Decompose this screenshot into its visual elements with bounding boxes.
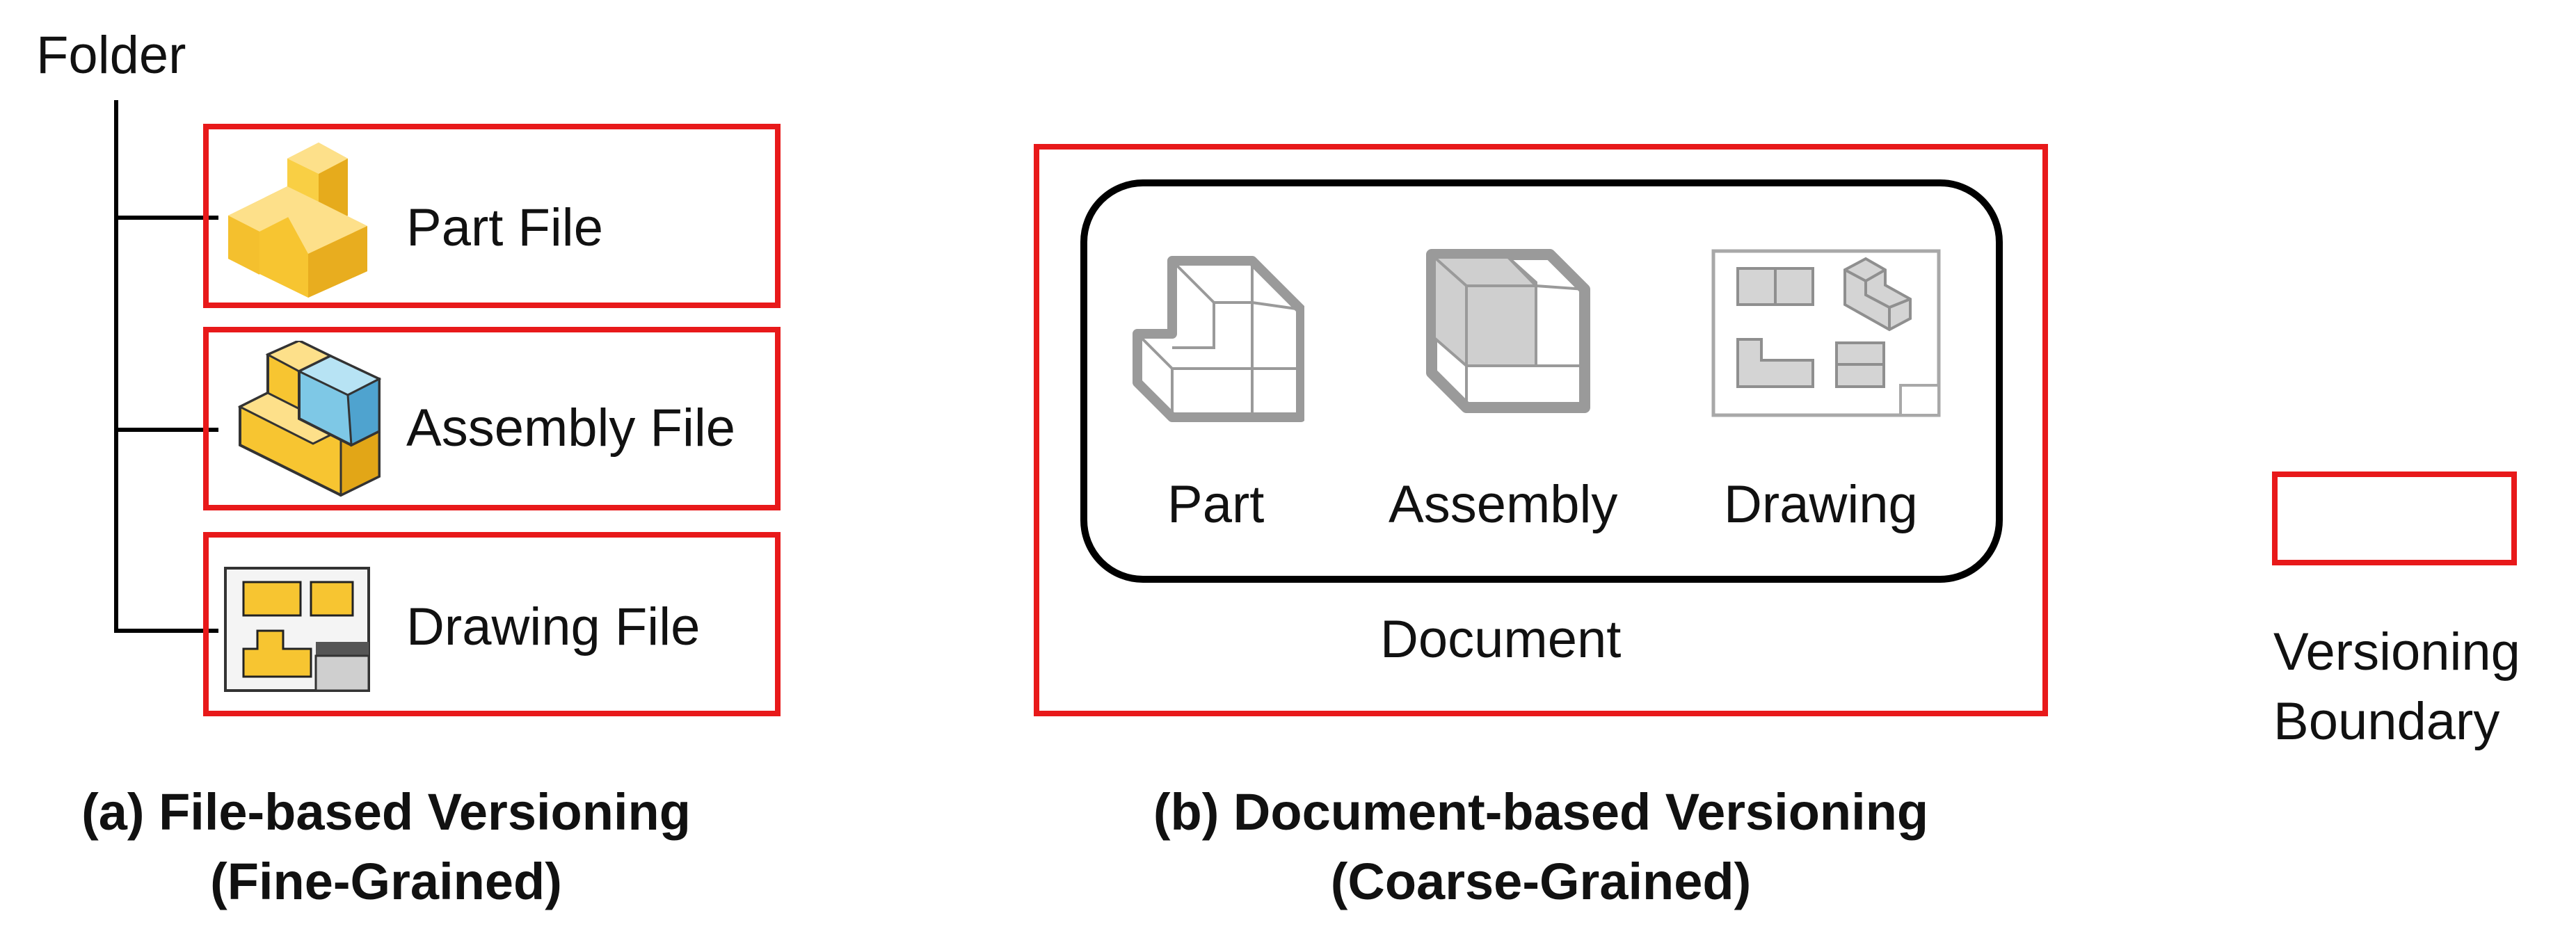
caption-b: (b) Document-based Versioning (Coarse-Gr… [1016,777,2066,917]
drawing-file-boundary [203,532,781,716]
assembly-file-boundary [203,327,781,510]
drawing-file-label: Drawing File [406,597,701,656]
legend-label: Versioning Boundary [2273,618,2520,757]
legend-line2: Boundary [2273,692,2500,752]
assembly-file-icon [237,341,382,497]
assembly-label: Assembly [1389,475,1618,534]
document-container [1080,179,2003,583]
tree-trunk [114,100,118,633]
part-outline-icon [1133,256,1304,422]
caption-a-line2: (Fine-Grained) [210,852,562,910]
drawing-file-icon [224,567,370,692]
legend-line1: Versioning [2273,622,2520,682]
tree-branch-assembly [114,428,218,432]
assembly-file-label: Assembly File [406,398,735,458]
document-boundary [1034,144,2048,716]
tree-branch-part [114,216,218,220]
tree-branch-drawing [114,629,218,633]
part-file-icon [228,143,367,298]
caption-b-line2: (Coarse-Grained) [1330,852,1752,910]
legend-boundary-swatch [2272,471,2517,565]
caption-b-line1: (b) Document-based Versioning [1153,783,1929,841]
part-file-boundary [203,124,781,308]
folder-label: Folder [36,26,186,85]
drawing-label: Drawing [1724,475,1918,534]
document-label: Document [1380,610,1622,669]
assembly-outline-icon [1426,249,1590,413]
caption-a: (a) File-based Versioning (Fine-Grained) [38,777,734,917]
drawing-outline-icon [1711,249,1941,417]
part-label: Part [1167,475,1265,534]
part-file-label: Part File [406,198,603,257]
caption-a-line1: (a) File-based Versioning [81,783,691,841]
